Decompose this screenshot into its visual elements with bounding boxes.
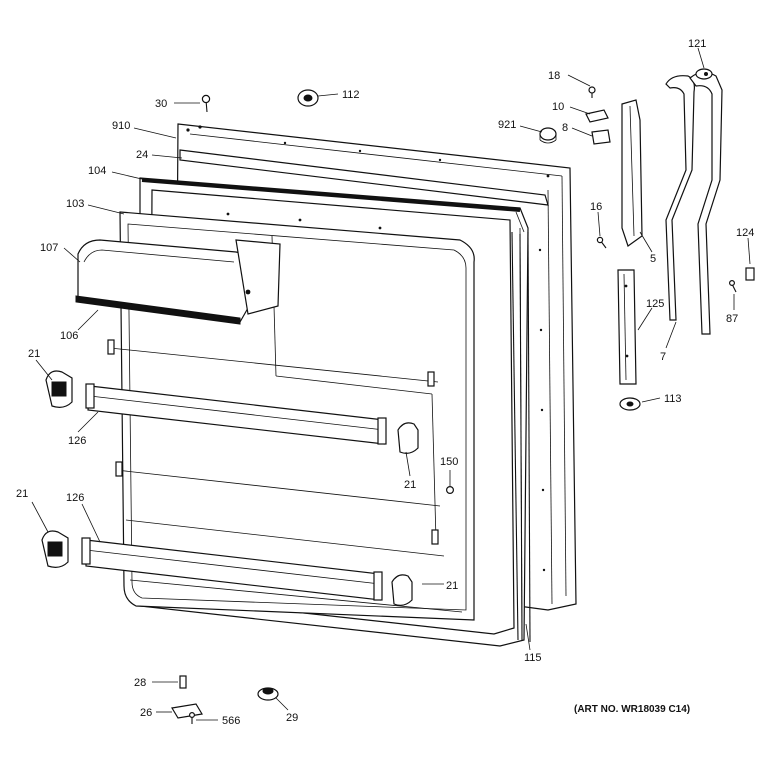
callout-107: 107 <box>40 242 58 254</box>
screw-30 <box>201 94 211 113</box>
plate-26 <box>171 703 203 719</box>
end-cap-right-lower <box>391 574 413 606</box>
hinge-plate-125 <box>617 269 637 385</box>
end-cap-left-lower <box>41 530 69 568</box>
callout-10: 10 <box>552 101 564 113</box>
callout-121: 121 <box>688 38 706 50</box>
screw-87 <box>728 280 737 293</box>
callout-106: 106 <box>60 330 78 342</box>
callout-126-upper: 126 <box>68 435 86 447</box>
callout-7: 7 <box>660 351 666 363</box>
hinge-pin-121 <box>665 68 723 335</box>
hinge-cap-921 <box>539 127 557 144</box>
screw-16 <box>596 236 607 249</box>
art-number: (ART NO. WR18039 C14) <box>574 704 690 715</box>
pin-28 <box>179 675 187 689</box>
bumper-29 <box>257 687 279 701</box>
callout-24: 24 <box>136 149 148 161</box>
callout-112: 112 <box>342 89 360 101</box>
end-cap-right-upper <box>397 422 419 454</box>
screw-566 <box>189 711 196 724</box>
callout-566: 566 <box>222 715 240 727</box>
hinge-bushing-113 <box>619 397 641 411</box>
callout-21-right-upper: 21 <box>404 479 416 491</box>
callout-115: 115 <box>524 652 542 664</box>
callout-28: 28 <box>134 677 146 689</box>
callout-16: 16 <box>590 201 602 213</box>
callout-103: 103 <box>66 198 84 210</box>
callout-104: 104 <box>88 165 106 177</box>
callout-113: 113 <box>664 393 682 405</box>
callout-921: 921 <box>498 119 516 131</box>
end-cap-left-upper <box>45 370 73 408</box>
clip-8 <box>591 129 611 145</box>
callout-21-right-lower: 21 <box>446 580 458 592</box>
callout-910: 910 <box>112 120 130 132</box>
callout-150: 150 <box>440 456 458 468</box>
plug-112 <box>297 89 319 107</box>
callout-8: 8 <box>562 122 568 134</box>
callout-5: 5 <box>650 253 656 265</box>
hinge-5 <box>621 99 643 247</box>
callout-18: 18 <box>548 70 560 82</box>
callout-labels: 30 112 910 24 104 103 107 106 21 126 21 … <box>16 38 754 727</box>
callout-26: 26 <box>140 707 152 719</box>
callout-87: 87 <box>726 313 738 325</box>
callout-125: 125 <box>646 298 664 310</box>
door-shelf-lower <box>81 537 383 601</box>
screw-18 <box>588 86 596 98</box>
breaker-strip <box>179 149 549 206</box>
callout-126-lower: 126 <box>66 492 84 504</box>
callout-21-left-upper: 21 <box>28 348 40 360</box>
plug-124 <box>745 267 755 281</box>
gasket-strip-115 <box>511 231 519 641</box>
callout-21-left-lower: 21 <box>16 488 28 500</box>
screw-150 <box>446 486 455 495</box>
leader-lines <box>31 47 751 721</box>
clip-10 <box>585 109 609 123</box>
dairy-compartment <box>75 239 281 325</box>
callout-29: 29 <box>286 712 298 724</box>
door-shelf-upper <box>85 383 387 445</box>
callout-30: 30 <box>155 98 167 110</box>
callout-124: 124 <box>736 227 754 239</box>
